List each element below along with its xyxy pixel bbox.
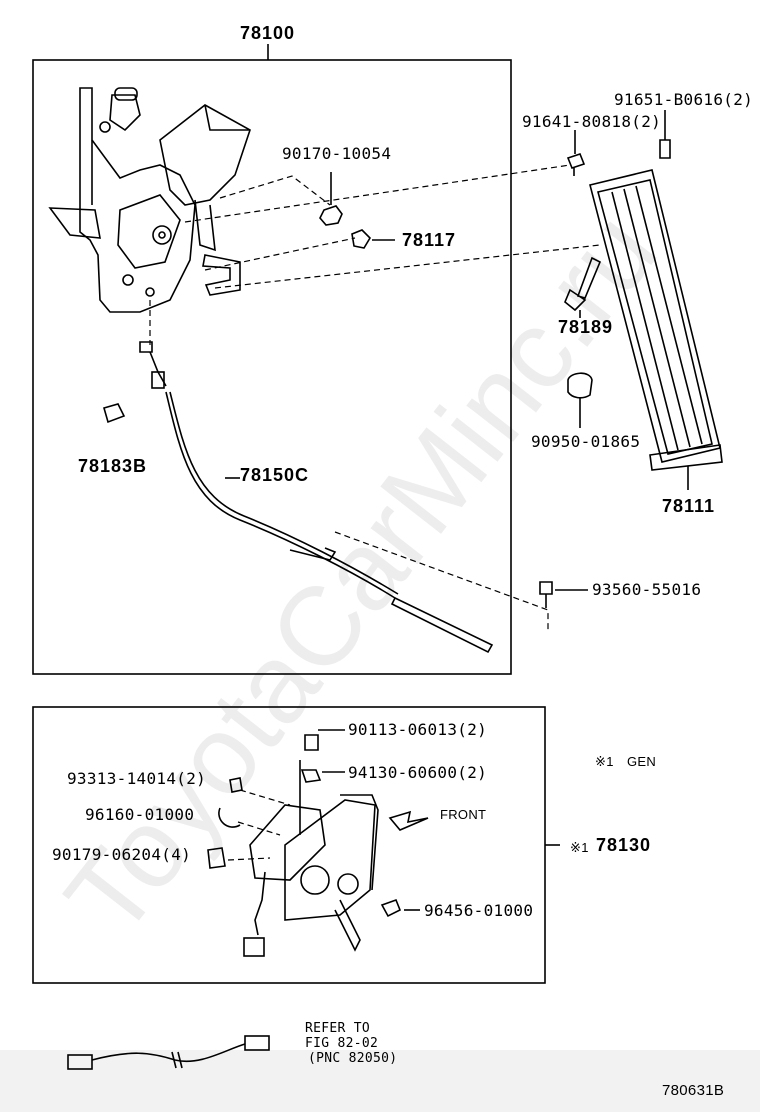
bolt-91641: [566, 153, 586, 176]
front-arrow-label: FRONT: [440, 807, 487, 822]
stud-78189: [564, 256, 602, 312]
clip-78117: [351, 229, 372, 249]
upper-frame: [32, 59, 512, 675]
lower-leaders: [227, 789, 291, 861]
gen-note-mark: ※1: [595, 754, 614, 769]
nut-90170: [319, 205, 343, 226]
bolt-93560: [539, 581, 553, 608]
gen-note-text: GEN: [627, 754, 657, 769]
part-label-78100: 78100: [240, 23, 296, 43]
part-label-78189: 78189: [558, 317, 614, 337]
part-label-91641: 91641-80818(2): [522, 112, 662, 131]
part-78130-mark: ※1: [570, 840, 589, 855]
accelerator-pedal-drawing: [589, 169, 723, 490]
part-label-94130: 94130-60600(2): [348, 763, 488, 782]
part-label-93313: 93313-14014(2): [67, 769, 207, 788]
part-label-93560: 93560-55016: [592, 580, 702, 599]
reference-line-2: FIG 82-02: [305, 1036, 379, 1051]
sensor-assembly-drawing: [207, 734, 429, 957]
part-label-78111: 78111: [662, 496, 716, 516]
part-label-78183b: 78183B: [78, 456, 148, 476]
part-label-90179: 90179-06204(4): [52, 845, 192, 864]
part-label-78150c: 78150C: [240, 465, 310, 485]
part-label-90113: 90113-06013(2): [348, 720, 488, 739]
throttle-cable-drawing: [103, 341, 494, 654]
part-label-90950: 90950-01865: [531, 432, 641, 451]
reference-harness-drawing: [67, 1035, 270, 1070]
pedal-bracket-drawing: [48, 87, 251, 313]
bolt-91651: [659, 139, 671, 159]
part-label-91651: 91651-B0616(2): [614, 90, 754, 109]
part-label-90170: 90170-10054: [282, 144, 392, 163]
reference-line-3: (PNC 82050): [308, 1051, 398, 1066]
footer-band: [0, 1050, 760, 1112]
reference-line-1: REFER TO: [305, 1021, 371, 1036]
part-label-78117: 78117: [402, 230, 457, 250]
part-label-96160: 96160-01000: [85, 805, 195, 824]
part-label-96456: 96456-01000: [424, 901, 534, 920]
stopper-90950: [567, 372, 593, 399]
diagram-id: 780631B: [662, 1082, 725, 1099]
part-label-78130: 78130: [596, 835, 652, 855]
upper-leaders: [149, 164, 601, 630]
